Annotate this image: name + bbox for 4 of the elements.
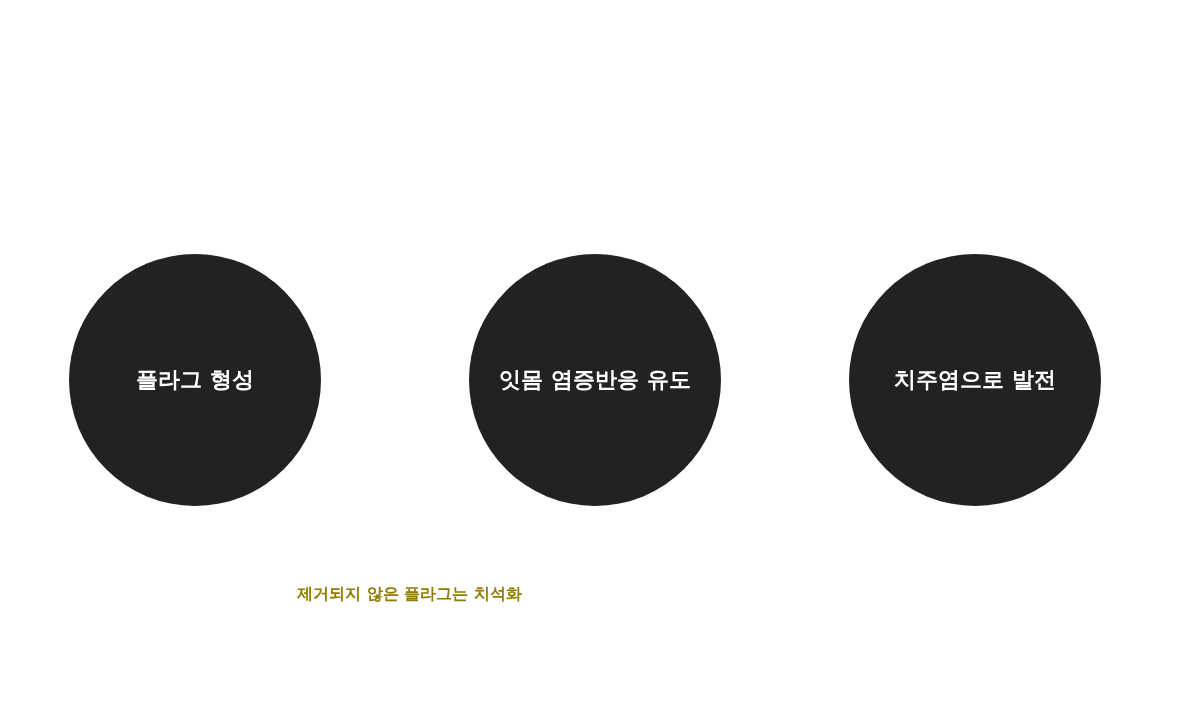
stage-text: 플라그 형성 bbox=[136, 366, 254, 394]
stage-text: 치주염으로 발전 bbox=[894, 366, 1056, 394]
stage-text: 잇몸 염증반응 유도 bbox=[499, 366, 691, 394]
note-text: 제거되지 않은 플라그는 치석화 bbox=[297, 584, 522, 605]
